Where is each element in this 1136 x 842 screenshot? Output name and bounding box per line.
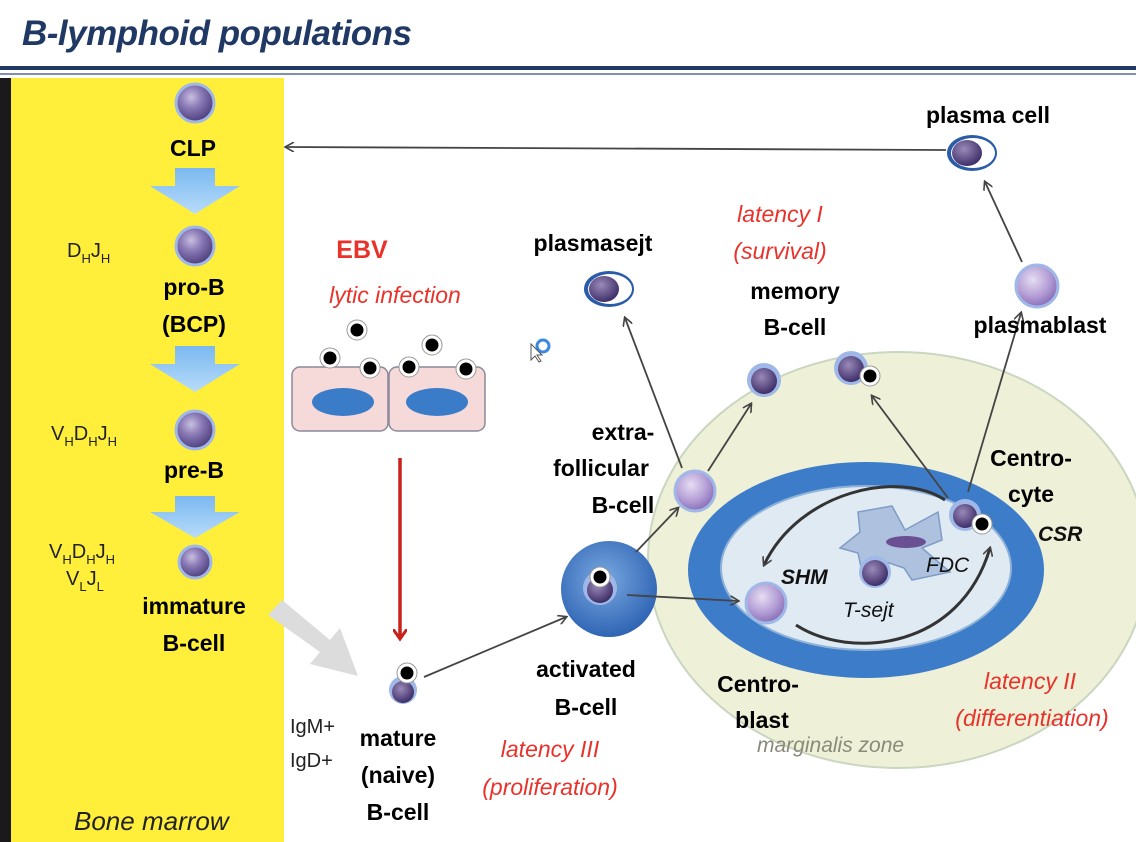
stage-arrow-1 — [150, 168, 240, 214]
latency2-label-1: latency II — [984, 668, 1077, 694]
mature-label-3: B-cell — [367, 799, 430, 825]
immature-cell — [177, 544, 213, 580]
vdj2-label: VHDHJH — [49, 541, 115, 567]
plasma-cell — [947, 135, 997, 171]
latency1-label-1: latency I — [737, 201, 823, 227]
csr-label: CSR — [1038, 523, 1083, 546]
activated-label-2: B-cell — [555, 694, 618, 720]
gc-arrow-bottom — [795, 548, 990, 645]
arrow-plasma-to-clp — [286, 147, 947, 150]
title-rule-thin — [0, 73, 1136, 75]
latency2-label-2: (differentiation) — [955, 705, 1108, 731]
activated-b-cell — [561, 541, 657, 637]
stage-prob: pro-B — [163, 274, 224, 300]
stage-immature-bcell: B-cell — [163, 630, 226, 656]
plasmasejt-cell — [584, 271, 634, 307]
stage-bcp: (BCP) — [162, 311, 226, 337]
arrow-centrocyte-to-memory — [872, 396, 949, 499]
cursor-icon — [530, 338, 551, 363]
memory-label-2: B-cell — [764, 314, 827, 340]
mature-b-cell — [389, 662, 418, 704]
centrocyte-label-1: Centro- — [990, 445, 1072, 471]
memory-label-1: memory — [750, 278, 840, 304]
latency3-label-2: (proliferation) — [482, 774, 618, 800]
arrow-mature-to-activated — [423, 617, 566, 678]
extrafollicular-cell — [673, 469, 717, 513]
gc-arrow-top — [764, 485, 946, 565]
arrow-activated-to-extra — [635, 508, 678, 553]
bone-marrow-panel — [11, 78, 284, 842]
extra-label-1: extra- — [592, 419, 655, 445]
title-rule — [0, 66, 1136, 70]
shm-label: SHM — [781, 566, 828, 589]
bone-marrow-label: Bone marrow — [74, 806, 231, 836]
stage-preb: pre-B — [164, 457, 224, 483]
activated-label-1: activated — [536, 656, 636, 682]
mature-label-2: (naive) — [361, 762, 435, 788]
tsejt-label: T-sejt — [843, 599, 895, 622]
extra-label-2: follicular — [553, 455, 649, 481]
extra-label-3: B-cell — [592, 492, 655, 518]
prob-cell — [174, 225, 216, 267]
ebv-infected-epithelium — [291, 366, 486, 432]
arrow-centrocyte-to-plasmablast — [967, 313, 1021, 493]
plasmablast-label: plasmablast — [974, 312, 1107, 338]
igd-label: IgD+ — [290, 750, 333, 772]
latency3-label-1: latency III — [501, 736, 600, 762]
centroblast-label-2: blast — [735, 707, 789, 733]
preb-cell — [174, 409, 216, 451]
mature-label-1: mature — [360, 725, 437, 751]
stage-arrow-2 — [150, 346, 240, 392]
plasma-cell-label: plasma cell — [926, 102, 1050, 128]
stage-clp: CLP — [170, 135, 216, 161]
stage-arrow-3 — [150, 496, 240, 538]
memory-cell-2 — [834, 351, 881, 387]
marginalis-label: marginalis zone — [757, 734, 904, 757]
dj-label: DHJH — [67, 240, 110, 266]
plasmasejt-label: plasmasejt — [534, 230, 653, 256]
grey-arrow — [268, 600, 358, 676]
vdj-label: VHDHJH — [51, 423, 117, 449]
centroblast-cell — [744, 581, 788, 625]
t-cell — [859, 556, 891, 588]
ebv-label: EBV — [336, 236, 388, 264]
stage-immature: immature — [142, 593, 246, 619]
lytic-label: lytic infection — [329, 282, 461, 308]
left-edge-bar — [0, 78, 11, 842]
centroblast-label-1: Centro- — [717, 671, 799, 697]
arrow-activated-to-centroblast — [626, 594, 738, 601]
fdc-label: FDC — [926, 554, 970, 577]
vj-label: VLJL — [66, 568, 104, 594]
page-title: B-lymphoid populations — [22, 14, 412, 53]
centrocyte-cell — [949, 499, 993, 535]
arrow-extra-to-memory — [707, 404, 751, 472]
arrow-plasmablast-to-plasma — [985, 182, 1023, 263]
ebv-virions — [319, 319, 477, 380]
plasmablast-cell — [1014, 263, 1060, 309]
latency1-label-2: (survival) — [733, 238, 826, 264]
centrocyte-label-2: cyte — [1008, 481, 1054, 507]
rearrangement-labels: DHJH VHDHJH VHDHJH VLJL — [49, 240, 117, 594]
memory-cell-1 — [747, 363, 781, 397]
clp-cell — [174, 82, 216, 124]
arrow-extra-to-plasmasejt — [625, 318, 683, 469]
pathway-arrows — [286, 147, 1023, 678]
igm-label: IgM+ — [290, 716, 335, 738]
